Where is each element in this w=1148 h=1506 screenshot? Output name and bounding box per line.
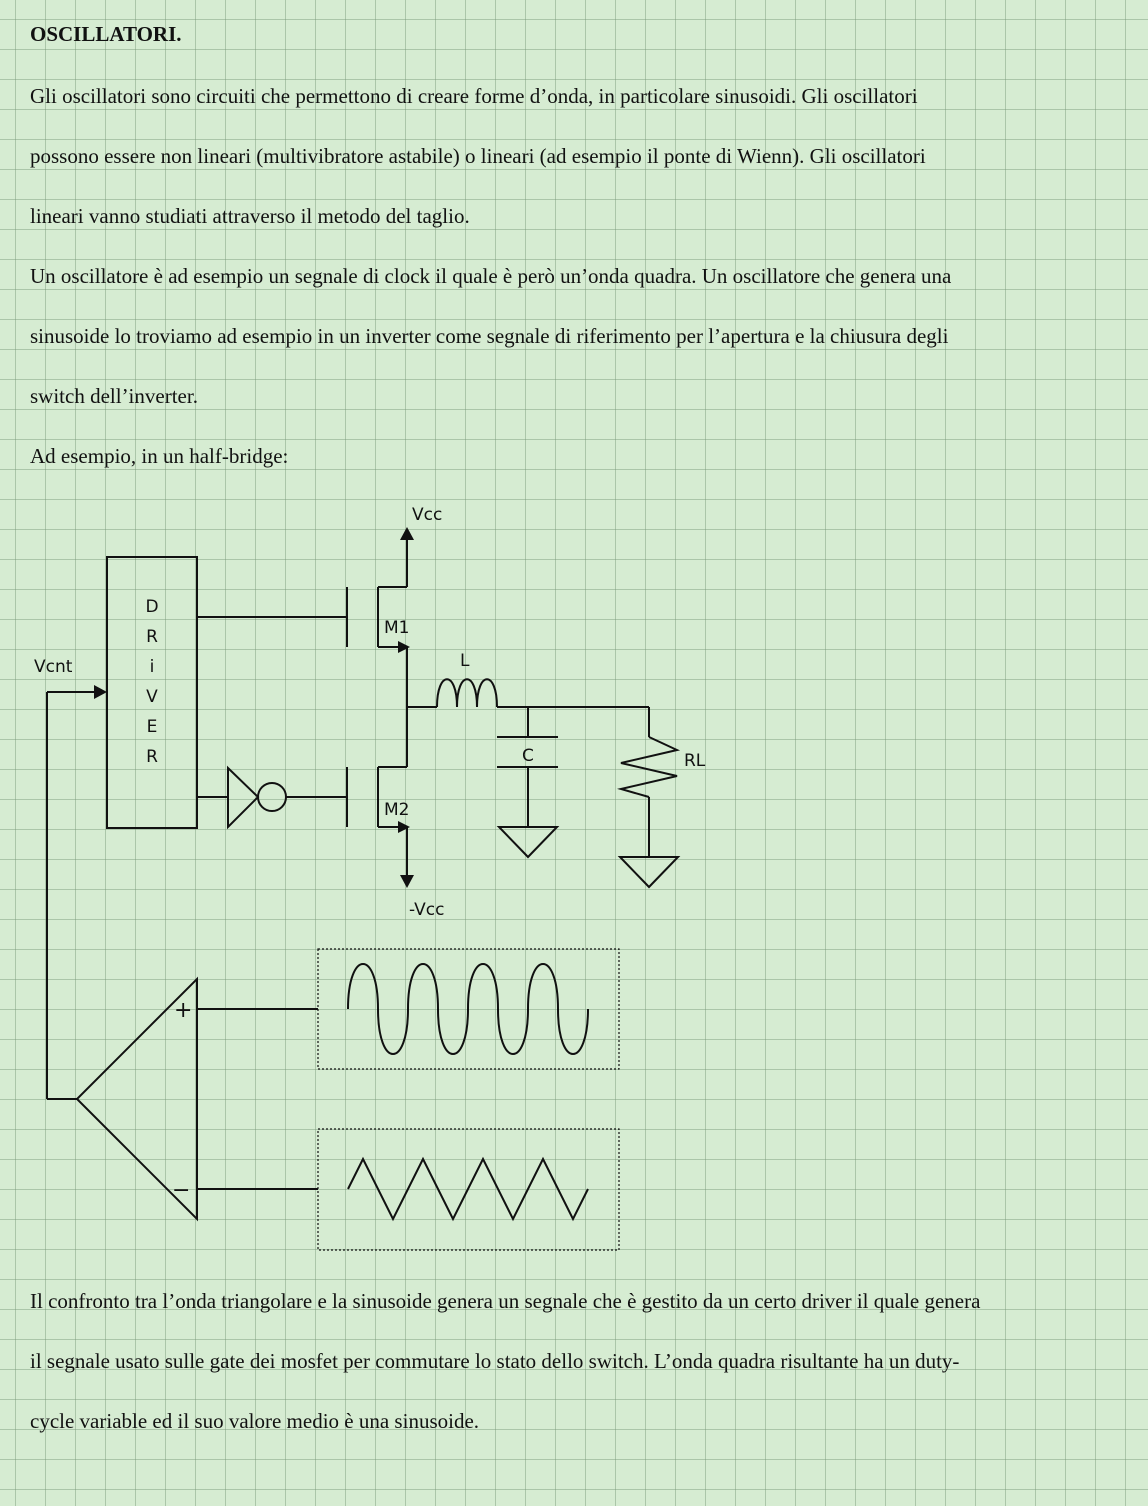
vcc-arrow bbox=[400, 527, 414, 540]
ground-symbol bbox=[617, 856, 681, 889]
inverter-triangle bbox=[227, 765, 260, 830]
paragraph-line: cycle variable ed il suo valore medio è … bbox=[30, 1409, 480, 1433]
m2-label: M2 bbox=[384, 800, 409, 820]
capacitor-label: C bbox=[522, 746, 534, 766]
neg-vcc-arrow bbox=[400, 875, 414, 888]
control-arrow bbox=[94, 685, 107, 699]
ground-symbol bbox=[496, 826, 560, 859]
sine-wave bbox=[347, 963, 589, 1055]
paragraph-line: possono essere non lineari (multivibrato… bbox=[30, 144, 926, 168]
neg-vcc-label: -Vcc bbox=[409, 900, 444, 920]
paragraph-line: Un oscillatore è ad esempio un segnale d… bbox=[30, 264, 952, 288]
minus-sign: − bbox=[172, 1178, 190, 1203]
paragraph-line: Ad esempio, in un half-bridge: bbox=[30, 444, 289, 468]
driver-box bbox=[106, 556, 198, 829]
driver-letter: E bbox=[147, 717, 158, 737]
control-label: Vcnt bbox=[34, 657, 73, 677]
paragraph-line: il segnale usato sulle gate dei mosfet p… bbox=[30, 1349, 960, 1373]
paragraph-line: sinusoide lo troviamo ad esempio in un i… bbox=[30, 324, 949, 348]
triangle-wave bbox=[347, 1156, 589, 1222]
m1-label: M1 bbox=[384, 618, 409, 638]
driver-letter: R bbox=[146, 747, 158, 767]
m2-source-arrow bbox=[398, 821, 410, 833]
paragraph-line: Il confronto tra l’onda triangolare e la… bbox=[30, 1289, 981, 1313]
load-label: RL bbox=[684, 751, 706, 771]
sine-wave-box bbox=[317, 948, 620, 1070]
vcc-label: Vcc bbox=[412, 505, 442, 525]
inductor-coil bbox=[436, 678, 498, 708]
m1-source-arrow bbox=[398, 641, 410, 653]
inverter-bubble bbox=[257, 782, 287, 812]
plus-sign: + bbox=[174, 998, 192, 1023]
driver-letter: R bbox=[146, 627, 158, 647]
paragraph-line: switch dell’inverter. bbox=[30, 384, 198, 408]
paragraph-line: Gli oscillatori sono circuiti che permet… bbox=[30, 84, 918, 108]
paragraph-line: lineari vanno studiati attraverso il met… bbox=[30, 204, 470, 228]
driver-letter: i bbox=[150, 657, 155, 677]
triangle-wave-box bbox=[317, 1128, 620, 1251]
driver-letter: D bbox=[145, 597, 158, 617]
inductor-label: L bbox=[460, 651, 470, 671]
page-title: OSCILLATORI. bbox=[30, 22, 182, 46]
comparator-triangle bbox=[75, 976, 198, 1222]
driver-letter: V bbox=[146, 687, 158, 707]
load-resistor bbox=[617, 736, 681, 798]
